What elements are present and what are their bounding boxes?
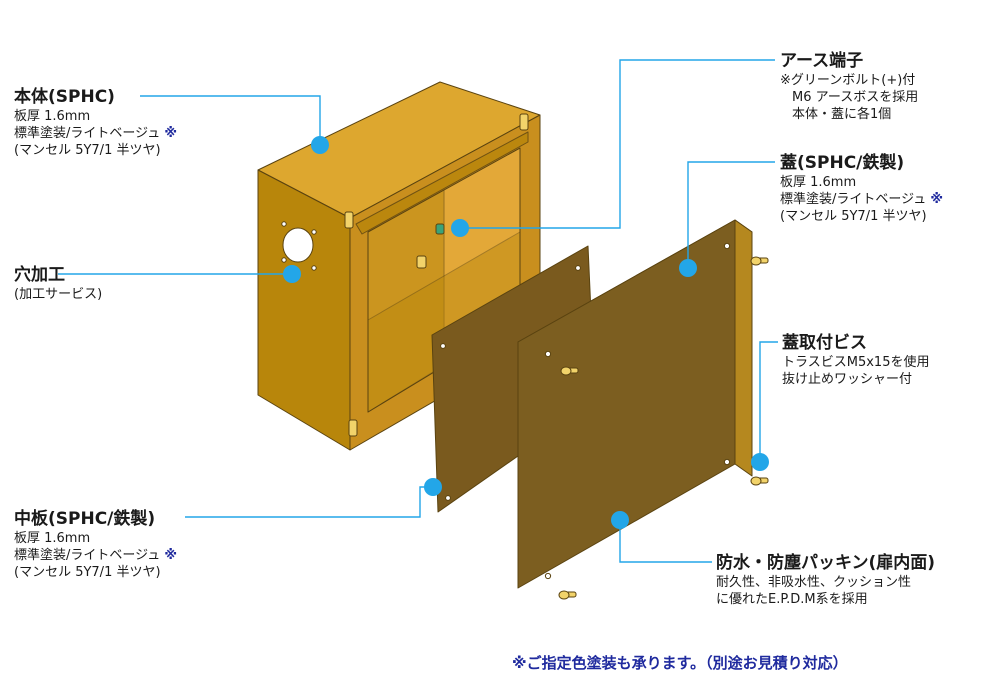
leader-body <box>140 95 321 145</box>
lid-hole-3 <box>544 572 552 580</box>
earth-title: アース端子 <box>780 51 864 71</box>
callout-earth: アース端子 ※グリーンボルト(+)付 M6 アースボスを採用 本体・蓋に各1個 <box>780 50 918 123</box>
hole-line-1: (加工サービス) <box>14 287 103 302</box>
earth-line-2: M6 アースボスを採用 <box>792 90 919 105</box>
callout-screw: 蓋取付ビス トラスビスM5x15を使用 抜け止めワッシャー付 <box>782 332 929 388</box>
earth-line-3: 本体・蓋に各1個 <box>792 107 892 122</box>
marker-lid <box>679 259 697 277</box>
lid-hole-1 <box>544 350 552 358</box>
midplate-hole-3 <box>445 495 451 501</box>
box-opening-lip <box>355 131 529 235</box>
callout-midplate: 中板(SPHC/鉄製) 板厚 1.6mm 標準塗装/ライトベージュ ※ (マンセ… <box>14 508 177 581</box>
callout-lid: 蓋(SPHC/鉄製) 板厚 1.6mm 標準塗装/ライトベージュ ※ (マンセル… <box>780 152 943 225</box>
leader-packing <box>619 520 712 563</box>
body-title: 本体(SPHC) <box>14 87 115 107</box>
hole-screw-2 <box>311 229 317 235</box>
midplate-hole-1 <box>440 343 446 349</box>
callout-packing: 防水・防塵パッキン(扉内面) 耐久性、非吸水性、クッション性 に優れたE.P.D… <box>716 552 935 608</box>
screw-title: 蓋取付ビス <box>782 333 867 353</box>
body-note-mark: ※ <box>164 126 177 141</box>
marker-screw <box>751 453 769 471</box>
body-line-2: 標準塗装/ライトベージュ <box>14 126 161 141</box>
lid-hole-2 <box>723 242 731 250</box>
midplate-title: 中板(SPHC/鉄製) <box>14 509 156 529</box>
packing-line-1: 耐久性、非吸水性、クッション性 <box>716 575 912 590</box>
earth-boss <box>435 223 445 235</box>
lid-hole-4 <box>723 458 731 466</box>
lid-note-mark: ※ <box>930 192 943 207</box>
lid-line-3: (マンセル 5Y7/1 半ツヤ) <box>780 209 927 224</box>
lid-line-1: 板厚 1.6mm <box>780 175 857 190</box>
inner-boss <box>416 255 427 269</box>
lid-screw-2 <box>750 256 769 266</box>
leader-midplate <box>185 486 433 518</box>
box-left-face <box>257 169 351 451</box>
packing-line-2: に優れたE.P.D.M系を採用 <box>716 592 868 607</box>
packing-title: 防水・防塵パッキン(扉内面) <box>716 553 936 573</box>
body-line-3: (マンセル 5Y7/1 半ツヤ) <box>14 143 161 158</box>
hole-screw-4 <box>311 265 317 271</box>
leader-lid <box>687 161 775 268</box>
callout-hole: 穴加工 (加工サービス) <box>14 264 102 303</box>
body-line-1: 板厚 1.6mm <box>14 109 91 124</box>
midplate-hole-2 <box>575 265 581 271</box>
corner-stud-2 <box>519 113 529 131</box>
midplate-line-3: (マンセル 5Y7/1 半ツヤ) <box>14 565 161 580</box>
lid-screw-1 <box>560 366 579 376</box>
marker-earth <box>451 219 469 237</box>
corner-stud-1 <box>344 211 354 229</box>
marker-hole <box>283 265 301 283</box>
knockout-hole <box>282 227 314 263</box>
leader-screw <box>759 341 778 462</box>
leader-earth <box>460 59 775 229</box>
hole-screw-1 <box>281 221 287 227</box>
corner-stud-3 <box>348 419 358 437</box>
marker-body <box>311 136 329 154</box>
lid-screw-3 <box>558 590 577 600</box>
screw-line-2: 抜け止めワッシャー付 <box>782 372 913 387</box>
lid-line-2: 標準塗装/ライトベージュ <box>780 192 927 207</box>
hole-screw-3 <box>281 257 287 263</box>
marker-packing <box>611 511 629 529</box>
midplate-line-1: 板厚 1.6mm <box>14 531 91 546</box>
lid-title: 蓋(SPHC/鉄製) <box>780 153 905 173</box>
callout-body: 本体(SPHC) 板厚 1.6mm 標準塗装/ライトベージュ ※ (マンセル 5… <box>14 86 177 159</box>
marker-midplate <box>424 478 442 496</box>
lid-screw-4 <box>750 476 769 486</box>
screw-line-1: トラスビスM5x15を使用 <box>782 355 930 370</box>
lid-front-face <box>517 219 736 589</box>
hole-title: 穴加工 <box>14 265 65 285</box>
earth-line-1: ※グリーンボルト(+)付 <box>780 73 916 88</box>
lid-right-edge <box>734 219 753 477</box>
midplate-line-2: 標準塗装/ライトベージュ <box>14 548 161 563</box>
midplate-note-mark: ※ <box>164 548 177 563</box>
footnote: ※ご指定色塗装も承ります。（別途お見積り対応） <box>512 654 848 672</box>
